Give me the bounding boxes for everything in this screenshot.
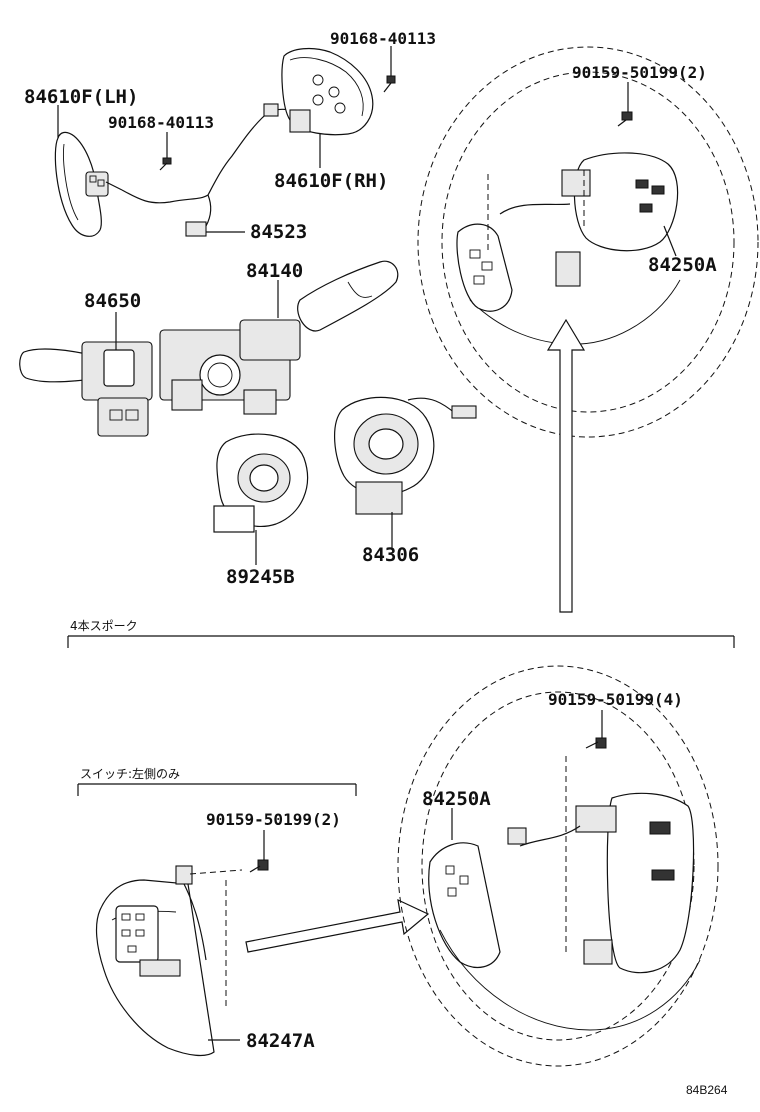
switch-rh-84610F bbox=[281, 47, 374, 136]
label-90159-top: 90159-50199(2) bbox=[572, 63, 707, 82]
label-90159-bottom-left: 90159-50199(2) bbox=[206, 810, 341, 829]
section-bracket bbox=[67, 635, 735, 648]
label-90159-bottom-right: 90159-50199(4) bbox=[548, 690, 683, 709]
note-switch-left-only: スイッチ:左側のみ bbox=[80, 766, 180, 781]
spiral-cable-89245B bbox=[213, 433, 309, 533]
label-84306: 84306 bbox=[362, 544, 419, 566]
label-84650: 84650 bbox=[84, 290, 141, 312]
up-arrow bbox=[546, 318, 586, 613]
leader-84250A-top bbox=[663, 225, 677, 257]
label-90168-left: 90168-40113 bbox=[108, 113, 214, 132]
steering-wheel-bottom bbox=[397, 665, 719, 1067]
screw-90168-left bbox=[159, 157, 172, 171]
label-84610F-lh: 84610F(LH) bbox=[24, 86, 138, 108]
label-89245B: 89245B bbox=[226, 566, 295, 588]
left-switch-bracket bbox=[77, 783, 357, 796]
label-84610F-rh: 84610F(RH) bbox=[274, 170, 388, 192]
switch-lh-84610F bbox=[54, 131, 123, 237]
note-4-spoke: 4本スポーク bbox=[70, 619, 138, 633]
steering-wheel-top bbox=[417, 46, 759, 438]
label-84250A-bottom: 84250A bbox=[422, 788, 491, 810]
wiper-switch-84140 bbox=[159, 260, 399, 415]
spoke-cover-84247A bbox=[95, 865, 243, 1057]
label-84523: 84523 bbox=[250, 221, 307, 243]
label-84250A-top: 84250A bbox=[648, 254, 717, 276]
screw-90159-top bbox=[617, 111, 633, 127]
screw-90159-bottom-right bbox=[585, 737, 607, 749]
diagram-reference: 84B264 bbox=[686, 1083, 728, 1097]
label-84140: 84140 bbox=[246, 260, 303, 282]
screw-90159-bottom-left bbox=[249, 859, 269, 873]
right-arrow bbox=[245, 898, 430, 953]
label-84247A: 84247A bbox=[246, 1030, 315, 1052]
spiral-cable-84306 bbox=[334, 396, 477, 515]
screw-90168-upper bbox=[383, 75, 396, 93]
wire-harness-84523 bbox=[121, 103, 291, 237]
label-90168-upper: 90168-40113 bbox=[330, 29, 436, 48]
turn-signal-switch-84650 bbox=[19, 341, 153, 437]
